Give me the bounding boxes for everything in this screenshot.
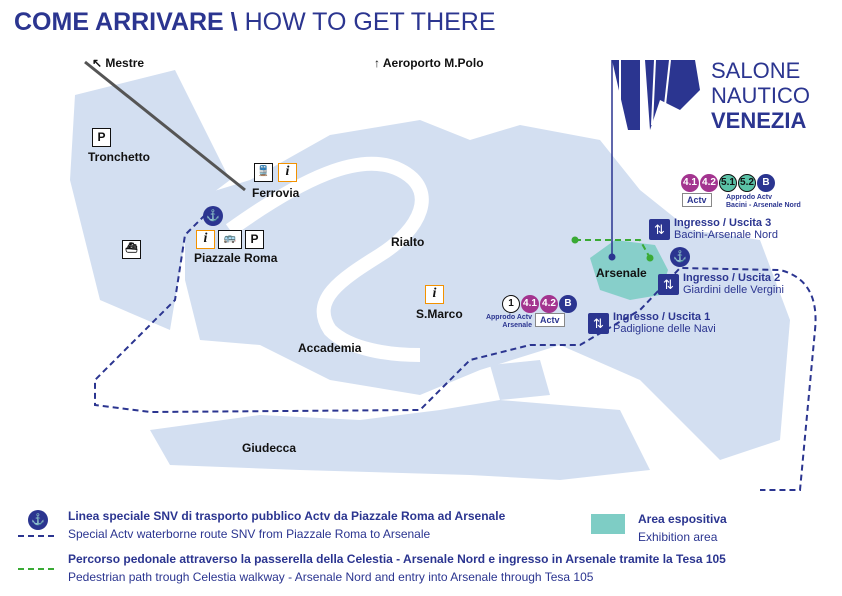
- snv-legend-line: [18, 535, 54, 537]
- entry-exit-icon: ⇅: [649, 218, 670, 240]
- legend-area-it: Area espositiva: [638, 512, 727, 526]
- snv-legend-icon: ⚓: [28, 510, 48, 530]
- parking-icon: P: [245, 230, 264, 249]
- line-badge: 4.2: [540, 295, 558, 313]
- stop-label-1: Approdo Actv: [485, 314, 532, 321]
- place-giudecca: Giudecca: [242, 441, 297, 455]
- path-end-dot: [646, 254, 654, 262]
- logo-line-3: VENEZIA: [711, 108, 807, 133]
- train-icon: 🚆: [254, 163, 273, 182]
- info-icon: i: [278, 163, 297, 182]
- snv-stop-icon: ⚓: [670, 247, 690, 267]
- place-tronchetto: Tronchetto: [88, 150, 150, 164]
- page-title: COME ARRIVARE \ HOW TO GET THERE: [14, 8, 496, 37]
- san-giorgio-island: [490, 360, 550, 400]
- line-badge: 5.1: [719, 174, 737, 192]
- place-rialto: Rialto: [391, 235, 425, 249]
- land-masses: [70, 70, 790, 480]
- line-badge: 4.2: [700, 174, 718, 192]
- logo-mark: [612, 60, 700, 130]
- title-english: HOW TO GET THERE: [237, 8, 496, 36]
- line-badge: B: [559, 295, 577, 313]
- title-italian: COME ARRIVARE \: [14, 8, 238, 36]
- giudecca-island: [150, 400, 650, 480]
- legend-ped-en: Pedestrian path trough Celestia walkway …: [68, 570, 594, 584]
- path-start-dot: [571, 236, 579, 244]
- ferry-icon: ⛴: [122, 240, 141, 259]
- gate-title: Ingresso / Uscita 3: [674, 217, 772, 229]
- airport-label: Aeroporto M.Polo: [382, 56, 484, 70]
- info-icon: i: [425, 285, 444, 304]
- snv-stop-icon: ⚓: [203, 206, 223, 226]
- gate-subtitle: Bacini-Arsenale Nord: [674, 229, 778, 241]
- actv-logo: Actv: [682, 193, 712, 207]
- legend-snv-en: Special Actv waterborne route SNV from P…: [68, 527, 431, 541]
- info-icon: i: [196, 230, 215, 249]
- entry-exit-icon: ⇅: [588, 312, 609, 334]
- legend-snv-it: Linea speciale SNV di trasporto pubblico…: [68, 509, 506, 523]
- line-badge: 1: [502, 295, 520, 313]
- gate-title: Ingresso / Uscita 2: [683, 272, 781, 284]
- logo-line-1: SALONE: [711, 58, 801, 83]
- gate-subtitle: Padiglione delle Navi: [613, 323, 716, 335]
- place-ferrovia: Ferrovia: [252, 186, 300, 200]
- stop-label-2: Bacini - Arsenale Nord: [726, 202, 801, 209]
- legend-snv: Linea speciale SNV di trasporto pubblico…: [68, 507, 505, 543]
- line-badge: 4.1: [681, 174, 699, 192]
- snv-route: [94, 214, 817, 491]
- grand-canal: [225, 156, 429, 362]
- gate-title: Ingresso / Uscita 1: [613, 311, 711, 323]
- entry-exit-icon: ⇅: [658, 273, 679, 295]
- direction-airport: ↑ Aeroporto M.Polo: [374, 56, 484, 70]
- gate-subtitle: Giardini delle Vergini: [683, 284, 784, 296]
- legend-area-en: Exhibition area: [638, 530, 718, 544]
- stop-label-2: Arsenale: [502, 322, 532, 329]
- parking-icon: P: [92, 128, 111, 147]
- place-smarco: S.Marco: [416, 307, 463, 321]
- pedestrian-path: [575, 239, 651, 259]
- line-badge: B: [757, 174, 775, 192]
- bus-icon: 🚌: [218, 230, 242, 249]
- railway-bridge: [84, 60, 246, 192]
- line-badge: 5.2: [738, 174, 756, 192]
- logo-line-2: NAUTICO: [711, 83, 810, 108]
- place-accademia: Accademia: [298, 341, 362, 355]
- legend-pedestrian: Percorso pedonale attraverso la passerel…: [68, 550, 726, 586]
- venice-main-island: [185, 120, 790, 460]
- place-piazzale-roma: Piazzale Roma: [194, 251, 278, 265]
- arsenale-dot: [608, 253, 616, 261]
- line-badge: 4.1: [521, 295, 539, 313]
- direction-mestre: ↖ Mestre: [92, 56, 145, 70]
- stop-label-1: Approdo Actv: [726, 194, 773, 201]
- place-arsenale: Arsenale: [596, 266, 647, 280]
- legend-ped-it: Percorso pedonale attraverso la passerel…: [68, 552, 726, 566]
- pedestrian-legend-line: [18, 568, 54, 570]
- mestre-label: Mestre: [105, 56, 145, 70]
- actv-logo: Actv: [535, 313, 565, 327]
- exhibition-area-swatch: [591, 514, 625, 534]
